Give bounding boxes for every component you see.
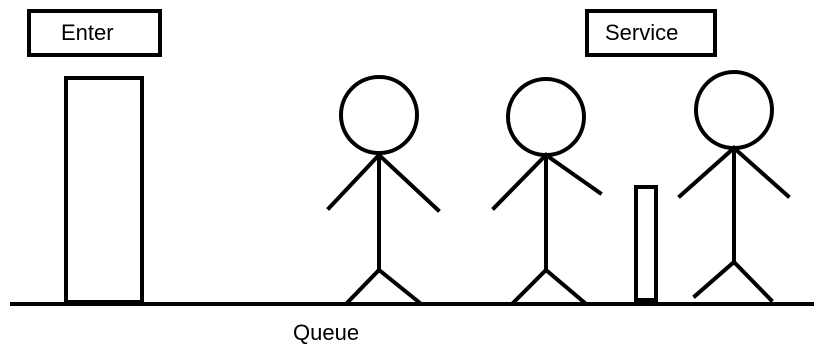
service-counter (634, 185, 658, 302)
person-3-left-arm (677, 145, 737, 199)
person-3-right-arm (731, 145, 791, 199)
queue-caption: Queue (293, 320, 359, 345)
person-1-head (339, 75, 419, 155)
person-2-right-leg (543, 267, 588, 306)
service-label-text: Service (605, 20, 678, 45)
person-1-left-leg (344, 267, 382, 306)
person-3-head (694, 70, 774, 150)
service-label-box (585, 9, 717, 57)
person-3-left-leg (692, 259, 737, 299)
person-2-right-arm (543, 152, 603, 196)
person-2-left-leg (510, 267, 549, 306)
enter-label-text: Enter (61, 20, 114, 45)
person-1-right-leg (376, 267, 423, 306)
person-2 (491, 77, 603, 306)
person-2-left-arm (491, 152, 549, 211)
enter-label: Enter (27, 9, 162, 57)
person-3-right-leg (731, 259, 774, 303)
entrance-door (64, 76, 144, 304)
enter-label-box (27, 9, 162, 57)
person-3 (677, 70, 791, 303)
service-label: Service (585, 9, 717, 57)
person-1-left-arm (326, 152, 382, 211)
person-2-head (506, 77, 586, 157)
person-1 (326, 75, 441, 306)
person-1-right-arm (376, 152, 441, 213)
